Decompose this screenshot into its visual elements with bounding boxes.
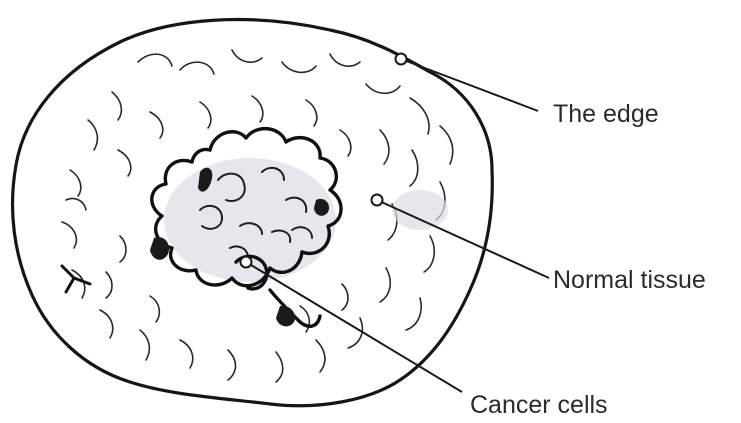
normal-tissue-marker xyxy=(372,195,383,206)
edge-callout: The edge xyxy=(396,54,659,129)
normal-tissue-label: Normal tissue xyxy=(553,266,706,294)
cancer-cells-marker xyxy=(241,257,252,268)
cancer-cells-leader-line xyxy=(246,262,462,392)
cancer-cells-label: Cancer cells xyxy=(470,391,608,419)
edge-label: The edge xyxy=(553,100,659,128)
cancer-cell-cluster xyxy=(150,129,448,327)
normal-tissue-leader-line xyxy=(377,200,549,278)
edge-marker xyxy=(396,54,407,65)
tissue-sample xyxy=(13,20,493,406)
